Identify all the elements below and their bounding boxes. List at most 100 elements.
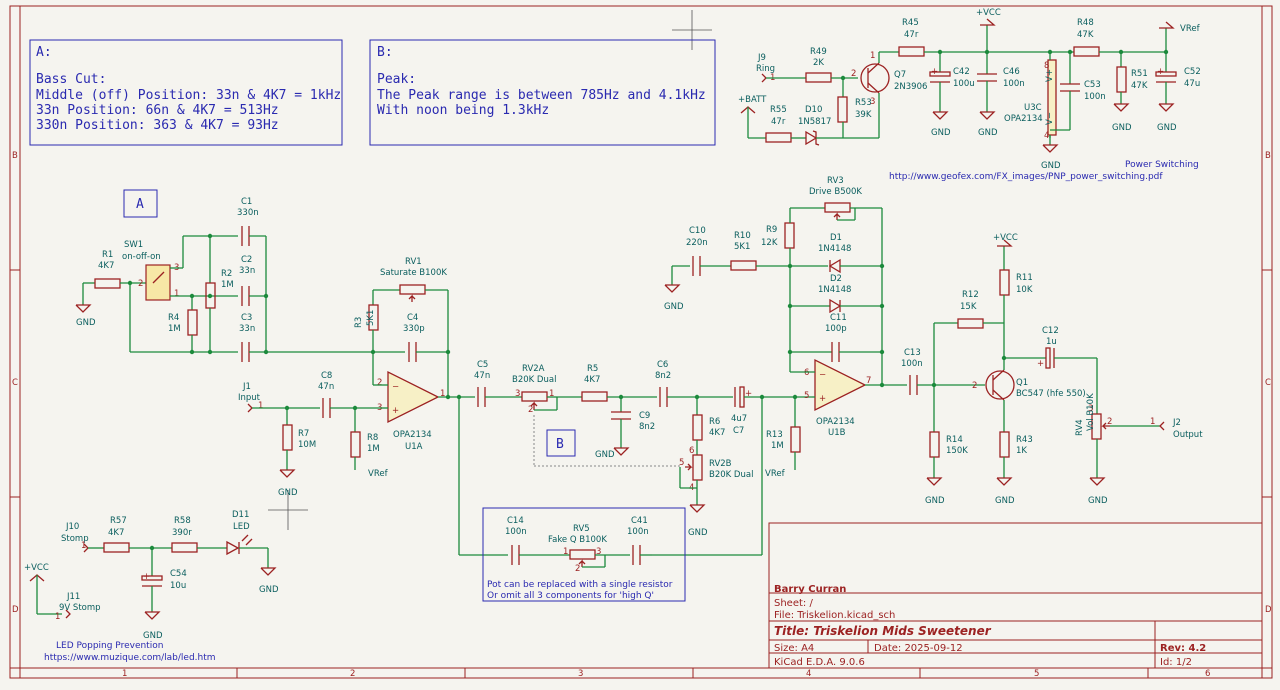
schematic-label: BC547 (hfe 550): [1016, 389, 1086, 399]
sw1-switch-body: [145, 264, 171, 301]
q7-transistor: [860, 63, 890, 93]
col-label: 1: [122, 669, 127, 679]
schematic-label: 33n: [239, 266, 255, 276]
schematic-label: B20K Dual: [512, 375, 556, 385]
schematic-label: 15K: [960, 302, 977, 312]
schematic-label: 5: [804, 391, 809, 401]
schematic-label: 8n2: [655, 371, 671, 381]
schematic-label: VRef: [765, 469, 786, 479]
schematic-label: GND: [688, 528, 708, 538]
schematic-label: GND: [664, 302, 684, 312]
schematic-label: Stomp: [61, 534, 89, 544]
schematic-label: 10u: [170, 581, 186, 591]
schematic-label: GND: [1112, 123, 1132, 133]
schematic-label: 47K: [1077, 30, 1094, 40]
schematic-label: 9V Stomp: [59, 603, 101, 613]
schematic-label: C1: [241, 197, 252, 207]
note-b-peak: B: Peak: The Peak range is between 785Hz…: [369, 39, 716, 146]
schematic-label: +VCC: [993, 233, 1018, 243]
schematic-label: GND: [259, 585, 279, 595]
col-label: 2: [350, 669, 355, 679]
schematic-label: 2: [138, 279, 143, 289]
schematic-label: 1: [55, 612, 60, 622]
schematic-label: 1: [1150, 417, 1155, 427]
schematic-label: 100n: [505, 527, 527, 537]
drive-stage: GND C10 220n R10 5K1 R9 12K RV3 Drive B5…: [664, 176, 907, 438]
schematic-label: 2: [377, 378, 382, 388]
schematic-label: 3: [1088, 404, 1093, 414]
schematic-label: 1K: [1016, 446, 1027, 456]
bass-cut-section: GND R1 4K7 SW1 on-off-on 2 3 1 R2 1M: [75, 197, 405, 362]
schematic-label: GND: [978, 128, 998, 138]
schematic-label: Ring: [756, 64, 775, 74]
schematic-label: on-off-on: [122, 252, 161, 262]
schematic-label: R12: [962, 290, 979, 300]
schematic-label: http://www.geofex.com/FX_images/PNP_powe…: [889, 172, 1163, 182]
schematic-label: 47K: [1131, 81, 1148, 91]
schematic-label: +: [143, 572, 150, 582]
schematic-label: 330n: [237, 208, 259, 218]
schematic-label: GND: [931, 128, 951, 138]
row-label: D: [1265, 605, 1272, 615]
row-label: D: [12, 605, 19, 615]
schematic-label: 1u: [1046, 337, 1057, 347]
schematic-label: 10K: [1016, 285, 1033, 295]
schematic-label: C42: [953, 67, 970, 77]
schematic-label: 3: [596, 547, 601, 557]
schematic-label: 1: [174, 289, 179, 299]
schematic-label: R9: [766, 225, 777, 235]
schematic-label: R1: [102, 250, 113, 260]
crosshair-marks: [268, 10, 712, 530]
schematic-label: 1M: [771, 441, 784, 451]
schematic-label: 47r: [904, 30, 919, 40]
schematic-label: C7: [733, 426, 744, 436]
input-stage: J1 Input 1 R7 10M GND C8 47n R8 1M VRef …: [238, 257, 475, 498]
schematic-label: 1M: [367, 444, 380, 454]
date-label: Date: 2025-09-12: [874, 643, 963, 654]
schematic-label: C8: [321, 371, 332, 381]
schematic-label: C13: [904, 348, 921, 358]
schematic-label: GND: [1041, 161, 1061, 171]
col-label: 3: [578, 669, 583, 679]
schematic-label: 330p: [403, 324, 425, 334]
schematic-label: R5: [587, 364, 598, 374]
schematic-label: 1M: [168, 324, 181, 334]
schematic-label: B20K Dual: [709, 470, 753, 480]
schematic-label: OPA2134: [393, 430, 432, 440]
schematic-label: 100n: [627, 527, 649, 537]
schematic-label: Or omit all 3 components for 'high Q': [487, 591, 654, 601]
app-label: KiCad E.D.A. 9.0.6: [774, 657, 865, 668]
schematic-label: 220n: [686, 238, 708, 248]
schematic-label: 2: [851, 69, 856, 79]
schematic-label: R53: [855, 98, 872, 108]
schematic-label: 4K7: [108, 528, 124, 538]
schematic-label: R58: [174, 516, 191, 526]
schematic-label: +: [1037, 359, 1044, 369]
schematic-label: C46: [1003, 67, 1020, 77]
schematic-label: 10M: [298, 440, 316, 450]
schematic-label: 5K1: [734, 242, 750, 252]
schematic-label: 4K7: [584, 375, 600, 385]
schematic-label: 2N3906: [894, 82, 927, 92]
schematic-label: R51: [1131, 69, 1148, 79]
schematic-label: 100u: [953, 79, 975, 89]
schematic-label: C41: [631, 516, 648, 526]
schematic-label: SW1: [124, 240, 143, 250]
schematic-label: 2: [528, 405, 533, 415]
schematic-label: R6: [709, 417, 720, 427]
schematic-label: 33n: [239, 324, 255, 334]
schematic-label: R55: [770, 105, 787, 115]
schematic-label: C14: [507, 516, 524, 526]
schematic-label: C3: [241, 313, 252, 323]
schematic-label: C6: [657, 360, 668, 370]
schematic-label: 100n: [1084, 92, 1106, 102]
schematic-label: 1: [258, 401, 263, 411]
schematic-label: GND: [143, 631, 163, 641]
schematic-label: 100n: [901, 359, 923, 369]
schematic-label: 1N4148: [818, 285, 851, 295]
schematic-label: R48: [1077, 18, 1094, 28]
schematic-label: R7: [298, 429, 309, 439]
schematic-label: OPA2134: [816, 417, 855, 427]
schematic-label: +BATT: [738, 95, 767, 105]
